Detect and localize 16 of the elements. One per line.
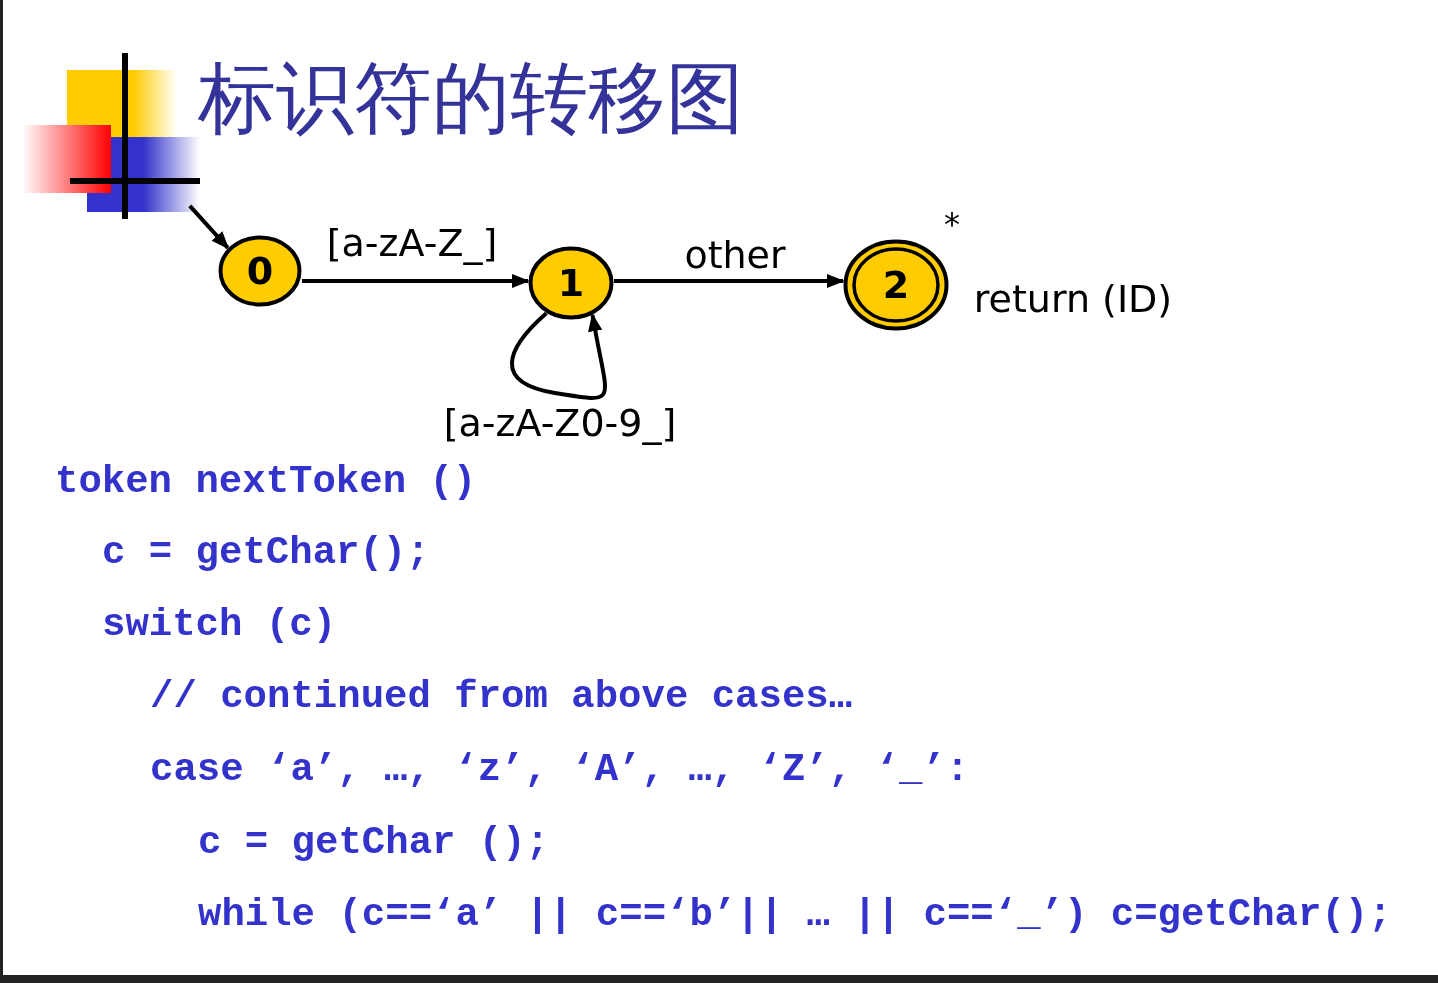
code-line: c = getChar ();	[198, 821, 550, 865]
title: 标识符的转移图	[198, 52, 744, 145]
code-line: // continued from above cases…	[150, 675, 853, 719]
code-line: case ‘a’, …, ‘z’, ‘A’, …, ‘Z’, ‘_’:	[150, 748, 970, 792]
action-text: return (ID)	[973, 279, 1173, 321]
code-line: switch (c)	[102, 603, 337, 647]
arrow	[188, 204, 230, 250]
state-circle: 0	[218, 235, 302, 307]
state-circle: 1	[528, 246, 614, 320]
arrow	[302, 273, 530, 289]
code-line: c = getChar();	[102, 531, 430, 575]
state-circle: 2	[843, 239, 949, 331]
arrow	[510, 311, 607, 400]
code-line: token nextToken ()	[55, 460, 477, 504]
code-line: while (c==‘a’ || c==‘b’|| … || c==‘_’) c=getChar();	[198, 893, 1392, 937]
arrow	[614, 273, 845, 289]
